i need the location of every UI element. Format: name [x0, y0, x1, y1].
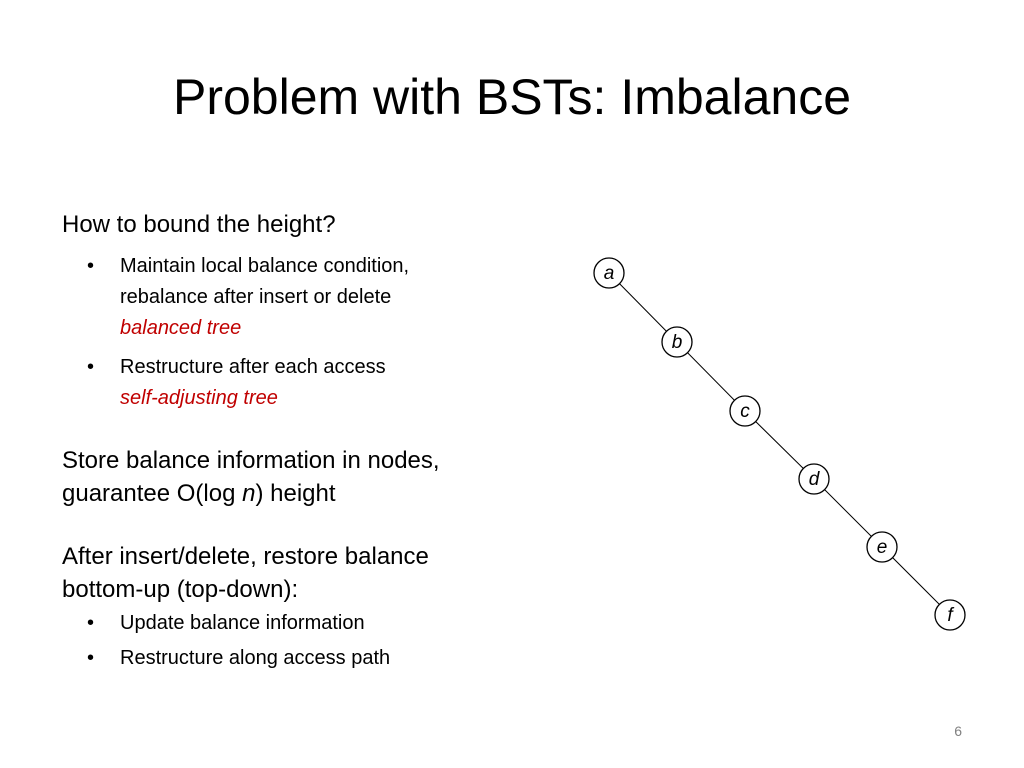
tree-node-label: b [672, 332, 683, 353]
tree-node-label: a [604, 263, 615, 284]
bullet-icon: • [87, 612, 95, 634]
page-number: 6 [954, 723, 962, 739]
tree-node: d [798, 463, 830, 495]
tree-edge [881, 546, 951, 616]
bullet-text: Update balance information [120, 612, 365, 634]
bullet-line: Restructure after each access [120, 356, 386, 378]
bullet-item: • Maintain local balance condition, reba… [87, 251, 542, 344]
tree-node: e [866, 531, 898, 563]
bullet-icon: • [87, 356, 95, 378]
section2-line2-suffix: ) height [255, 480, 336, 507]
bullet-emphasis: self-adjusting tree [120, 387, 278, 409]
tree-edge [744, 410, 815, 480]
section2-paragraph: Store balance information in nodes, guar… [62, 444, 542, 510]
tree-edge [608, 272, 678, 343]
tree-edge [813, 478, 883, 548]
slide-content: How to bound the height? • Maintain loca… [62, 208, 542, 682]
section3-line1: After insert/delete, restore balance [62, 543, 429, 570]
bullet-icon: • [87, 647, 95, 669]
slide-title: Problem with BSTs: Imbalance [172, 69, 852, 125]
tree-node-label: f [947, 605, 954, 626]
tree-edges [608, 272, 951, 616]
section2-line2: guarantee O(log n) height [62, 477, 542, 510]
section3-paragraph: After insert/delete, restore balance bot… [62, 540, 542, 606]
bullet-item: • Restructure along access path [87, 643, 542, 674]
tree-node: f [934, 599, 966, 631]
tree-node: a [593, 257, 625, 289]
bullet-text: Restructure along access path [120, 647, 391, 669]
section3-line2: bottom-up (top-down): [62, 576, 299, 603]
tree-node-label: e [877, 537, 888, 558]
bullet-item: • Restructure after each access self-adj… [87, 352, 542, 414]
section3-bullets: • Update balance information • Restructu… [62, 608, 542, 674]
bullet-line: rebalance after insert or delete [120, 286, 392, 308]
section2-line2-prefix: guarantee O(log [62, 480, 243, 507]
tree-node-label: d [809, 469, 821, 490]
bullet-icon: • [87, 255, 95, 277]
section2-line1: Store balance information in nodes, [62, 447, 440, 474]
bullet-emphasis: balanced tree [120, 317, 242, 339]
tree-node-label: c [740, 401, 750, 422]
tree-node: c [729, 395, 761, 427]
tree-node: b [661, 326, 693, 358]
bullet-line: Maintain local balance condition, [120, 255, 410, 277]
variable-n: n [242, 480, 256, 507]
bullet-item: • Update balance information [87, 608, 542, 639]
section1-heading: How to bound the height? [62, 211, 336, 238]
tree-edge [676, 341, 746, 412]
section1-bullets: • Maintain local balance condition, reba… [62, 251, 542, 414]
